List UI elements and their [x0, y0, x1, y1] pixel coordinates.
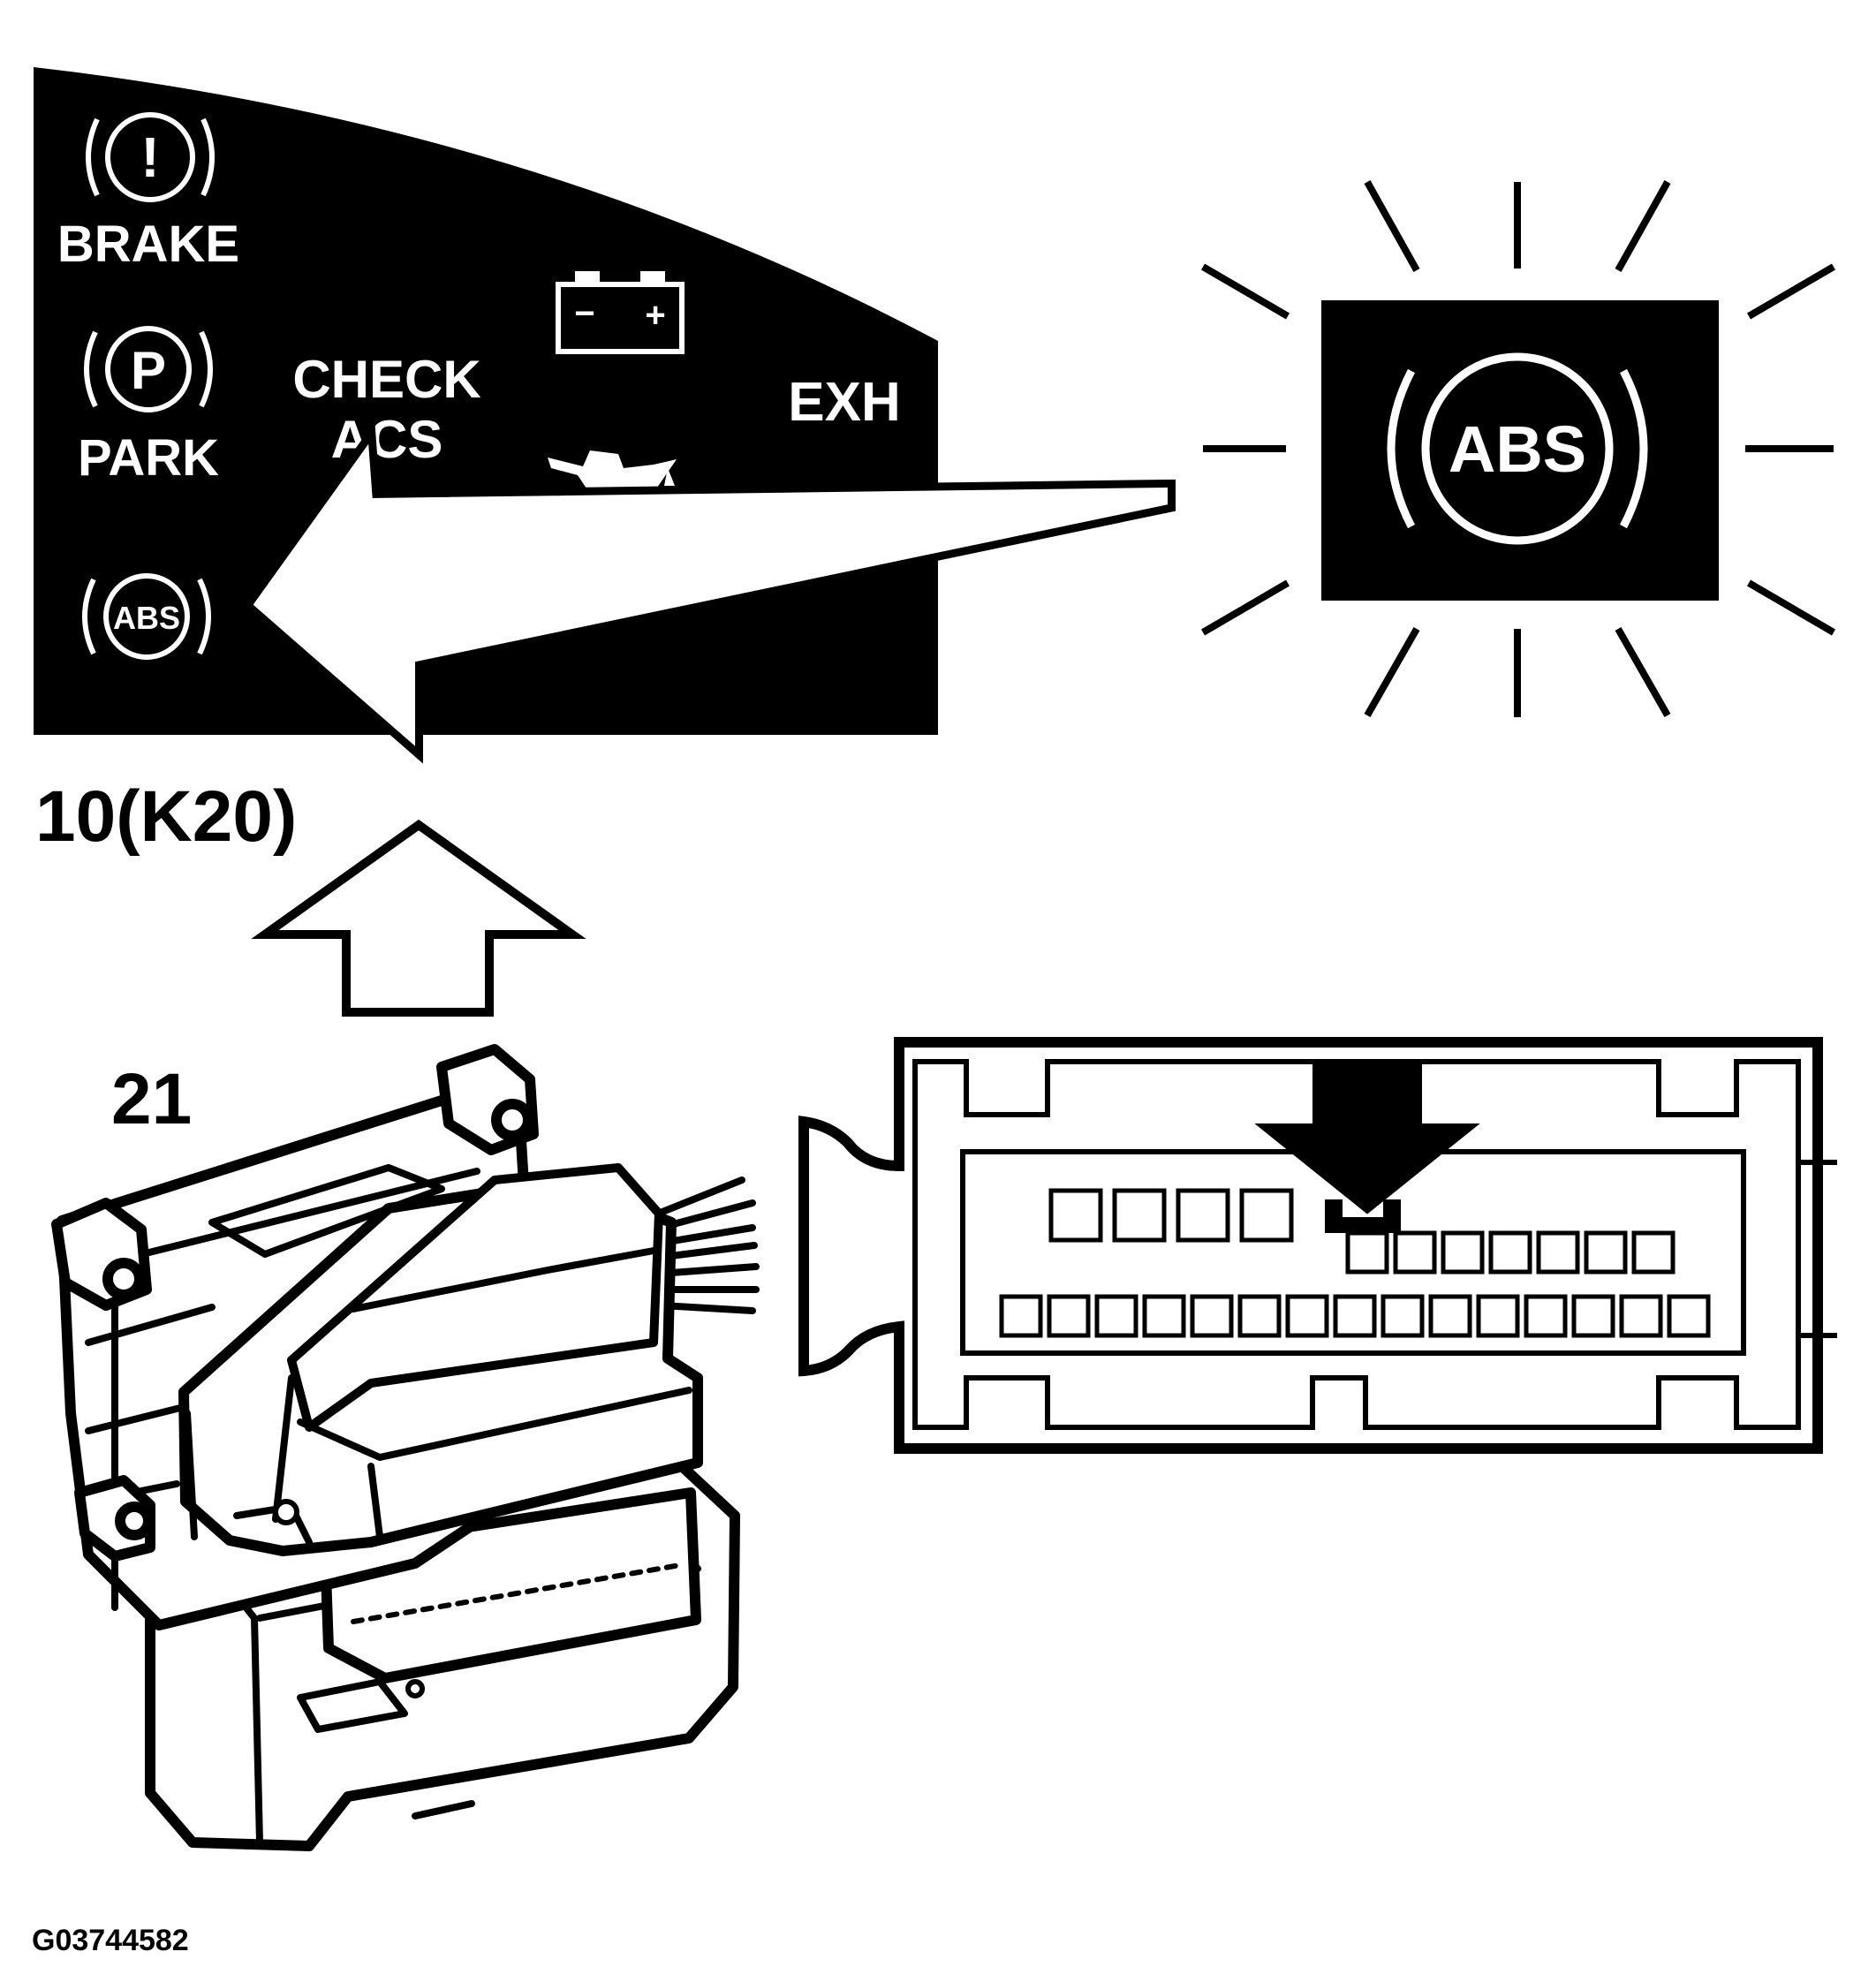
park-brake-icon [84, 326, 213, 412]
abs-small-label: ABS [113, 600, 180, 636]
battery-minus: − [574, 294, 594, 333]
brake-symbol: ! [140, 125, 159, 189]
connector-pin [1381, 1294, 1425, 1338]
figure-id-label: G03744582 [32, 1924, 189, 1957]
module-reference-label: 21 [111, 1059, 192, 1139]
abs-lamp-illuminated: ABS [1200, 180, 1836, 717]
connector-pin [1667, 1294, 1711, 1338]
exh-label: EXH [788, 372, 900, 433]
connector-face-view [798, 1037, 1837, 1454]
connector-pin [1428, 1294, 1472, 1338]
callout-arrow-outline-inner [253, 443, 1168, 746]
connector-outer-shell [798, 1037, 1823, 1454]
brake-label: BRAKE [57, 216, 239, 273]
connector-inner-shell [912, 1059, 1801, 1430]
connector-pin [1476, 1294, 1520, 1338]
connector-pin [1619, 1294, 1663, 1338]
connector-pin [1190, 1294, 1234, 1338]
highlighted-pin [1325, 1199, 1401, 1233]
abs-lamp-label: ABS [1449, 412, 1586, 486]
battery-icon [556, 271, 685, 354]
pin-pointer-arrow [1254, 1062, 1480, 1214]
pin-row-1b [1345, 1230, 1676, 1275]
abs-lamp-icon [1387, 352, 1648, 545]
connector-pin [1524, 1294, 1568, 1338]
connector-pin [999, 1294, 1043, 1338]
connector-pin [1237, 1294, 1282, 1338]
park-symbol: P [131, 341, 166, 400]
connector-pin [1094, 1294, 1138, 1338]
connector-pin [1142, 1294, 1186, 1338]
connector-pin [1285, 1294, 1329, 1338]
connector-pin [1333, 1294, 1377, 1338]
connector-pin [1571, 1294, 1615, 1338]
cluster-reference-label: 10(K20) [35, 776, 297, 857]
pin-row-2 [999, 1294, 1711, 1338]
oil-pressure-icon [548, 450, 677, 491]
brake-warning-icon [86, 112, 215, 202]
abs-control-module [51, 1044, 760, 1851]
check-label: CHECK [292, 350, 480, 409]
battery-plus: + [645, 296, 665, 335]
abs-small-icon [82, 573, 211, 660]
light-rays [1200, 180, 1836, 717]
connector-pin [1047, 1294, 1091, 1338]
pin-row-1a [1048, 1188, 1294, 1243]
park-label: PARK [78, 429, 219, 487]
up-arrow [251, 819, 586, 1017]
